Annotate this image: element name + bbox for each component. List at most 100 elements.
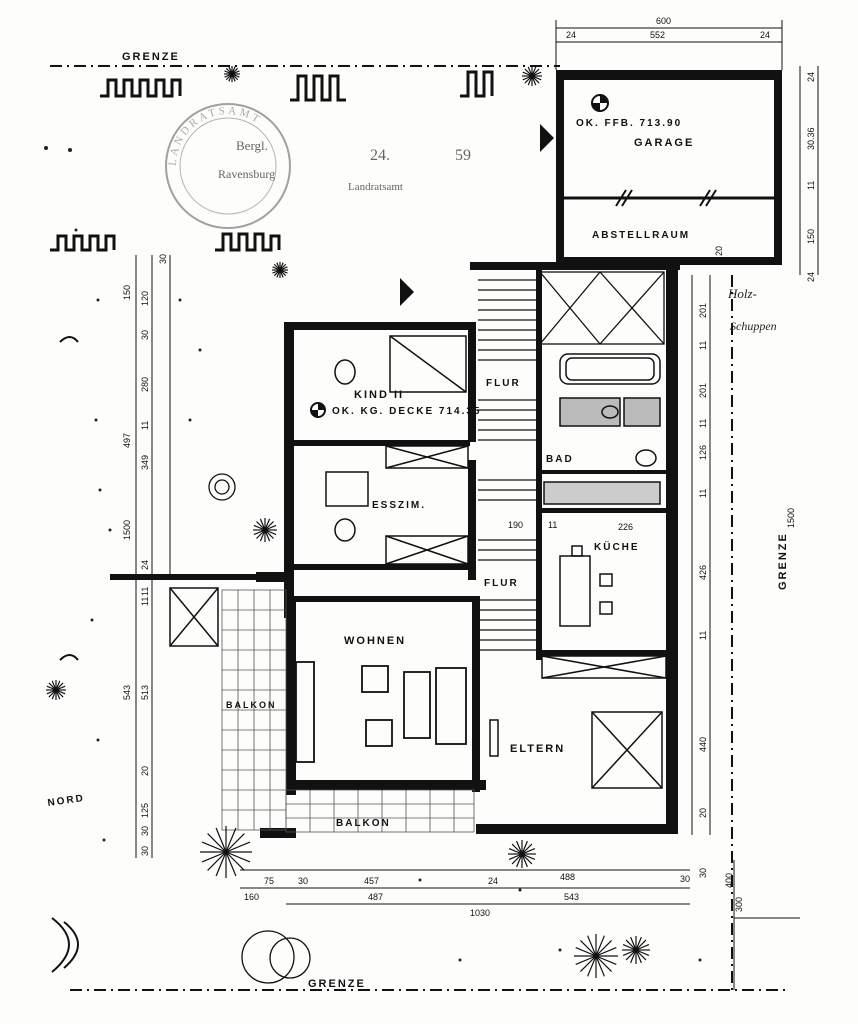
dimension-value: 543 xyxy=(122,685,132,700)
shrub-stroke xyxy=(521,848,536,855)
shrub-stroke xyxy=(225,833,245,853)
dimension-value: 497 xyxy=(122,433,132,448)
shrub-stroke xyxy=(521,853,536,860)
shrub-stroke xyxy=(256,521,266,531)
dimension-value: 11 xyxy=(698,341,708,350)
shrub-icon xyxy=(46,66,650,978)
shrub-stroke xyxy=(635,949,642,964)
shrub-stroke xyxy=(635,949,650,956)
dimension-value: 190 xyxy=(508,520,523,530)
shrub-stroke xyxy=(625,939,637,951)
dimension-value: 125 xyxy=(140,803,150,818)
dimension-value: 552 xyxy=(650,30,665,40)
dimension-value: 201 xyxy=(698,303,708,318)
room-label-esszim: ESSZIM. xyxy=(372,500,426,511)
shrub-stroke xyxy=(527,75,533,86)
balcony-tiles xyxy=(221,589,475,833)
level-marker-icon xyxy=(591,94,609,112)
dimension-value: 11 xyxy=(548,520,557,530)
shrub-stroke xyxy=(531,75,537,86)
shrub-stroke xyxy=(264,529,277,536)
shrub-stroke xyxy=(55,689,61,700)
label-nord: NORD xyxy=(47,793,86,809)
shrub-stroke xyxy=(595,955,613,973)
shrub-stroke xyxy=(55,689,64,698)
shrub-stroke xyxy=(521,840,528,855)
shrub-stroke xyxy=(531,75,540,84)
room-label-kind: KIND II xyxy=(354,389,404,401)
house-walls xyxy=(110,262,680,838)
shrub-stroke xyxy=(215,827,227,853)
shrub-stroke xyxy=(207,851,227,871)
shrub-stroke xyxy=(625,949,637,961)
shrub-stroke xyxy=(55,689,66,695)
dimension-value: 126 xyxy=(698,445,708,460)
shrub-stroke xyxy=(264,521,274,531)
shrub-stroke xyxy=(225,827,237,853)
shrub-stroke xyxy=(521,853,528,868)
room-label-eltern: ELTERN xyxy=(510,743,565,755)
room-label-flur-lower: FLUR xyxy=(484,578,519,589)
bedroom-furniture xyxy=(489,655,667,789)
dimension-value: 30 xyxy=(140,846,150,856)
dimension-value: 400 xyxy=(724,873,734,888)
dimension-value: 440 xyxy=(698,737,708,752)
dimension-value: 150 xyxy=(806,229,816,244)
dimension-value: 280 xyxy=(140,377,150,392)
shrub-stroke xyxy=(595,935,605,957)
balcony-stairs xyxy=(169,587,219,647)
stamp-line1: Bergl. xyxy=(236,138,268,153)
dimension-value: 24 xyxy=(140,560,150,570)
bathroom-fixtures xyxy=(559,353,661,467)
entry-arrow-icon xyxy=(400,278,414,306)
shrub-stroke xyxy=(55,680,61,691)
shrub-stroke xyxy=(259,518,266,531)
shrub-stroke xyxy=(225,851,251,863)
dims-inner: 190 11 226 xyxy=(508,520,633,532)
shrub-stroke xyxy=(595,955,605,977)
shrub-stroke xyxy=(508,848,523,855)
shrub-stroke xyxy=(225,841,251,853)
label-holz: Holz- xyxy=(727,286,757,301)
shrub-stroke xyxy=(622,949,637,956)
dimension-value: 160 xyxy=(244,892,259,902)
shrub-stroke xyxy=(595,955,617,965)
shrub-stroke xyxy=(531,71,542,77)
dimension-lines xyxy=(135,20,819,990)
dimension-value: 226 xyxy=(618,522,633,532)
garage-walls xyxy=(556,70,782,265)
shrub-stroke xyxy=(51,680,57,691)
label-schuppen: Schuppen xyxy=(730,319,777,333)
shrub-stroke xyxy=(579,939,597,957)
shrub-stroke xyxy=(55,682,64,691)
dimension-value: 11 xyxy=(140,421,150,430)
shrub-stroke xyxy=(48,689,57,698)
dimension-value: 30.36 xyxy=(806,127,816,150)
shrub-stroke xyxy=(46,689,57,695)
dimension-value: 150 xyxy=(122,285,132,300)
bush-icon xyxy=(51,336,79,973)
dimension-value: 20 xyxy=(140,766,150,776)
shrub-stroke xyxy=(264,529,274,539)
dimension-value: 513 xyxy=(140,685,150,700)
shrub-stroke xyxy=(527,66,533,77)
shrub-stroke xyxy=(575,947,597,957)
room-label-balkon-side: BALKON xyxy=(226,700,277,710)
dimension-value: 1500 xyxy=(786,508,796,528)
stamp-line2: Ravensburg xyxy=(218,167,275,181)
label-abstellraum: ABSTELLRAUM xyxy=(592,230,690,241)
shrub-stroke xyxy=(635,944,650,951)
shrub-stroke xyxy=(253,529,266,536)
authority-stamp: LANDRATSAMT xyxy=(165,103,291,229)
stamp-year: 59 xyxy=(455,147,471,164)
shrub-stroke xyxy=(51,689,57,700)
shrub-stroke xyxy=(579,955,597,973)
shrub-stroke xyxy=(587,935,597,957)
dimension-value: 11 xyxy=(140,597,150,606)
dimension-value: 1500 xyxy=(122,520,132,540)
dimension-value: 30 xyxy=(140,330,150,340)
shrub-stroke xyxy=(256,529,266,539)
shrub-stroke xyxy=(575,955,597,965)
dimension-value: 30 xyxy=(140,826,150,836)
